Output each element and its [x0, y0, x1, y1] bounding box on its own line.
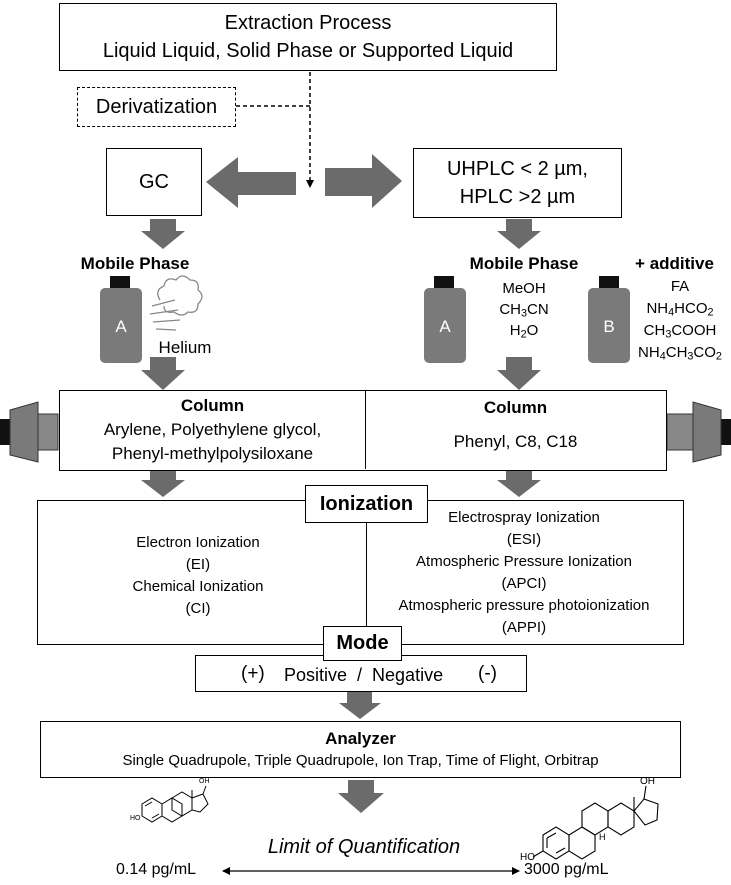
column-connector-right: [666, 401, 731, 463]
additive-fa: FA: [670, 278, 690, 295]
ci-label: Chemical Ionization: [132, 578, 264, 595]
additive-acetic-acid: CH3COOH: [643, 322, 717, 341]
appi-label: Atmospheric pressure photoionization: [398, 597, 650, 614]
gc-ionization-methods: Electron Ionization (EI) Chemical Ioniza…: [78, 532, 318, 620]
loq-low-value: 0.14 pg/mL: [116, 861, 197, 878]
arrow-gc-column-down: [141, 470, 185, 497]
arrow-left-to-gc: [206, 157, 296, 208]
ionization-divider: [366, 501, 367, 643]
arrow-gc-mobile-down: [141, 357, 185, 390]
derivatization-box: Derivatization: [77, 87, 236, 127]
column-connector-left: [0, 401, 59, 463]
gc-carrier-gas: Helium: [158, 338, 212, 357]
arrow-lc-down: [497, 219, 541, 249]
appi-abbr: (APPI): [501, 619, 547, 636]
ci-abbr: (CI): [185, 600, 211, 617]
mode-title-box: Mode: [323, 626, 402, 661]
mode-box: (+) Positive / Negative (-): [195, 655, 527, 692]
ionization-title: Ionization: [319, 492, 414, 515]
solvent-meoh: MeOH: [502, 280, 546, 297]
ionization-box: Electron Ionization (EI) Chemical Ioniza…: [37, 500, 684, 645]
dashed-connector: [236, 72, 311, 180]
gas-cloud-icon: [149, 275, 203, 331]
gc-bottle-a: [100, 276, 142, 363]
lc-solvents: MeOH CH3CN H2O: [479, 278, 569, 341]
additive-ammonium-bicarbonate: NH4HCO2: [646, 300, 714, 319]
large-molecule-h: H: [599, 832, 606, 842]
mode-negative-sign: (-): [478, 663, 497, 684]
arrow-analyzer-down: [338, 780, 384, 813]
gc-label: GC: [139, 170, 169, 193]
arrow-lc-column-down: [497, 470, 541, 497]
gc-column-panel: Column Arylene, Polyethylene glycol, Phe…: [60, 391, 366, 469]
arrow-gc-down: [141, 219, 185, 249]
dashed-arrowhead: [306, 180, 314, 188]
ionization-title-box: Ionization: [305, 485, 428, 523]
large-molecule-ho: HO: [520, 852, 535, 863]
lc-bottle-a: [424, 276, 466, 363]
mode-polarity: Positive / Negative: [284, 665, 444, 685]
loq-label: Limit of Quantification: [267, 836, 461, 858]
loq-high-value: 3000 pg/mL: [524, 861, 609, 878]
additive-ammonium-acetate: NH4CH3CO2: [638, 344, 722, 363]
derivatization-label: Derivatization: [95, 95, 218, 118]
analyzer-box: Analyzer Single Quadrupole, Triple Quadr…: [40, 721, 681, 778]
lc-mobile-phase-title: Mobile Phase: [469, 254, 579, 273]
lc-column-title: Column: [483, 398, 548, 417]
extraction-process-box: Extraction Process Liquid Liquid, Solid …: [59, 3, 557, 71]
lc-column-phases: Phenyl, C8, C18: [453, 432, 578, 451]
gc-column-phases-1: Arylene, Polyethylene glycol,: [103, 420, 322, 439]
additive-title: + additive: [635, 254, 714, 273]
lc-line1: UHPLC < 2 µm,: [446, 158, 588, 180]
estradiol-structure-small: [141, 785, 209, 823]
esi-abbr: (ESI): [506, 531, 542, 548]
arrow-right-to-lc: [325, 154, 402, 208]
lc-bottle-b: [588, 276, 630, 363]
esi-label: Electrospray Ionization: [448, 509, 600, 526]
gc-box: GC: [106, 148, 202, 216]
column-box: Column Arylene, Polyethylene glycol, Phe…: [59, 390, 667, 471]
arrow-mode-down: [339, 692, 381, 719]
gc-mobile-phase-title: Mobile Phase: [80, 254, 190, 273]
mode-title: Mode: [336, 632, 389, 654]
solvent-water: H2O: [509, 322, 539, 341]
analyzer-types: Single Quadrupole, Triple Quadrupole, Io…: [122, 751, 599, 769]
large-molecule-oh: OH: [640, 776, 655, 787]
small-molecule-ho: HO: [130, 815, 141, 822]
extraction-methods: Liquid Liquid, Solid Phase or Supported …: [102, 40, 514, 62]
analyzer-title: Analyzer: [325, 728, 396, 748]
ei-abbr: (EI): [185, 556, 211, 573]
estradiol-structure-large: [532, 785, 659, 860]
apci-label: Atmospheric Pressure Ionization: [416, 553, 632, 570]
additive-list: FA NH4HCO2 CH3COOH NH4CH3CO2: [632, 276, 728, 364]
lc-line2: HPLC >2 µm: [459, 186, 576, 208]
lc-ionization-methods: Electrospray Ionization (ESI) Atmospheri…: [374, 507, 674, 639]
gc-column-title: Column: [180, 396, 245, 415]
extraction-title: Extraction Process: [224, 12, 392, 34]
apci-abbr: (APCI): [501, 575, 547, 592]
lc-box: UHPLC < 2 µm, HPLC >2 µm: [413, 148, 622, 218]
arrow-lc-mobile-down: [497, 357, 541, 390]
small-molecule-oh: OH: [199, 778, 210, 785]
gc-column-phases-2: Phenyl-methylpolysiloxane: [111, 444, 314, 463]
mode-positive-sign: (+): [241, 663, 265, 684]
lc-column-panel: Column Phenyl, C8, C18: [366, 391, 665, 469]
solvent-acetonitrile: CH3CN: [499, 301, 549, 320]
ei-label: Electron Ionization: [136, 534, 260, 551]
